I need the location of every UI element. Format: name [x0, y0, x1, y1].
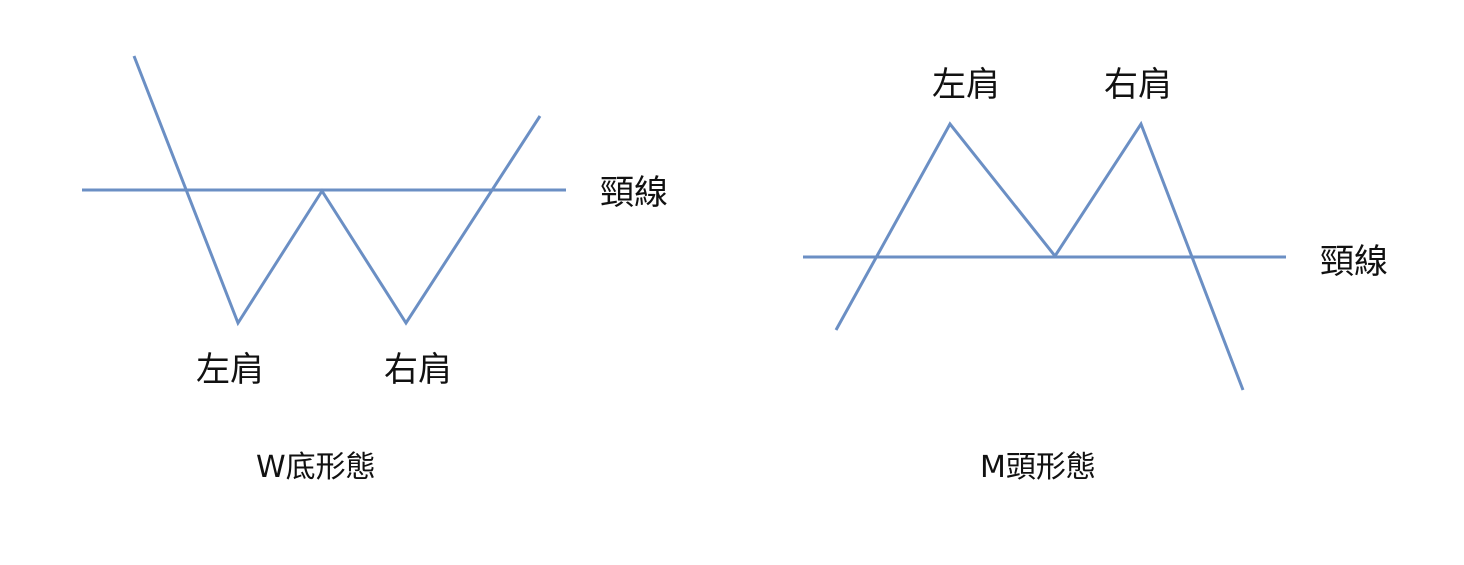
w-neckline-label: 頸線 [600, 173, 668, 213]
w-left-shoulder-label: 左肩 [196, 350, 264, 390]
w-bottom-caption: W底形態 [256, 450, 376, 485]
m-left-shoulder-label: 左肩 [932, 65, 1000, 105]
w-price-path [132, 55, 542, 327]
w-right-shoulder-label: 右肩 [384, 350, 452, 390]
m-right-shoulder-label: 右肩 [1104, 65, 1172, 105]
m-price-path [834, 120, 1245, 391]
m-neckline-label: 頸線 [1320, 242, 1388, 282]
m-top-caption: M頭形態 [980, 450, 1096, 485]
